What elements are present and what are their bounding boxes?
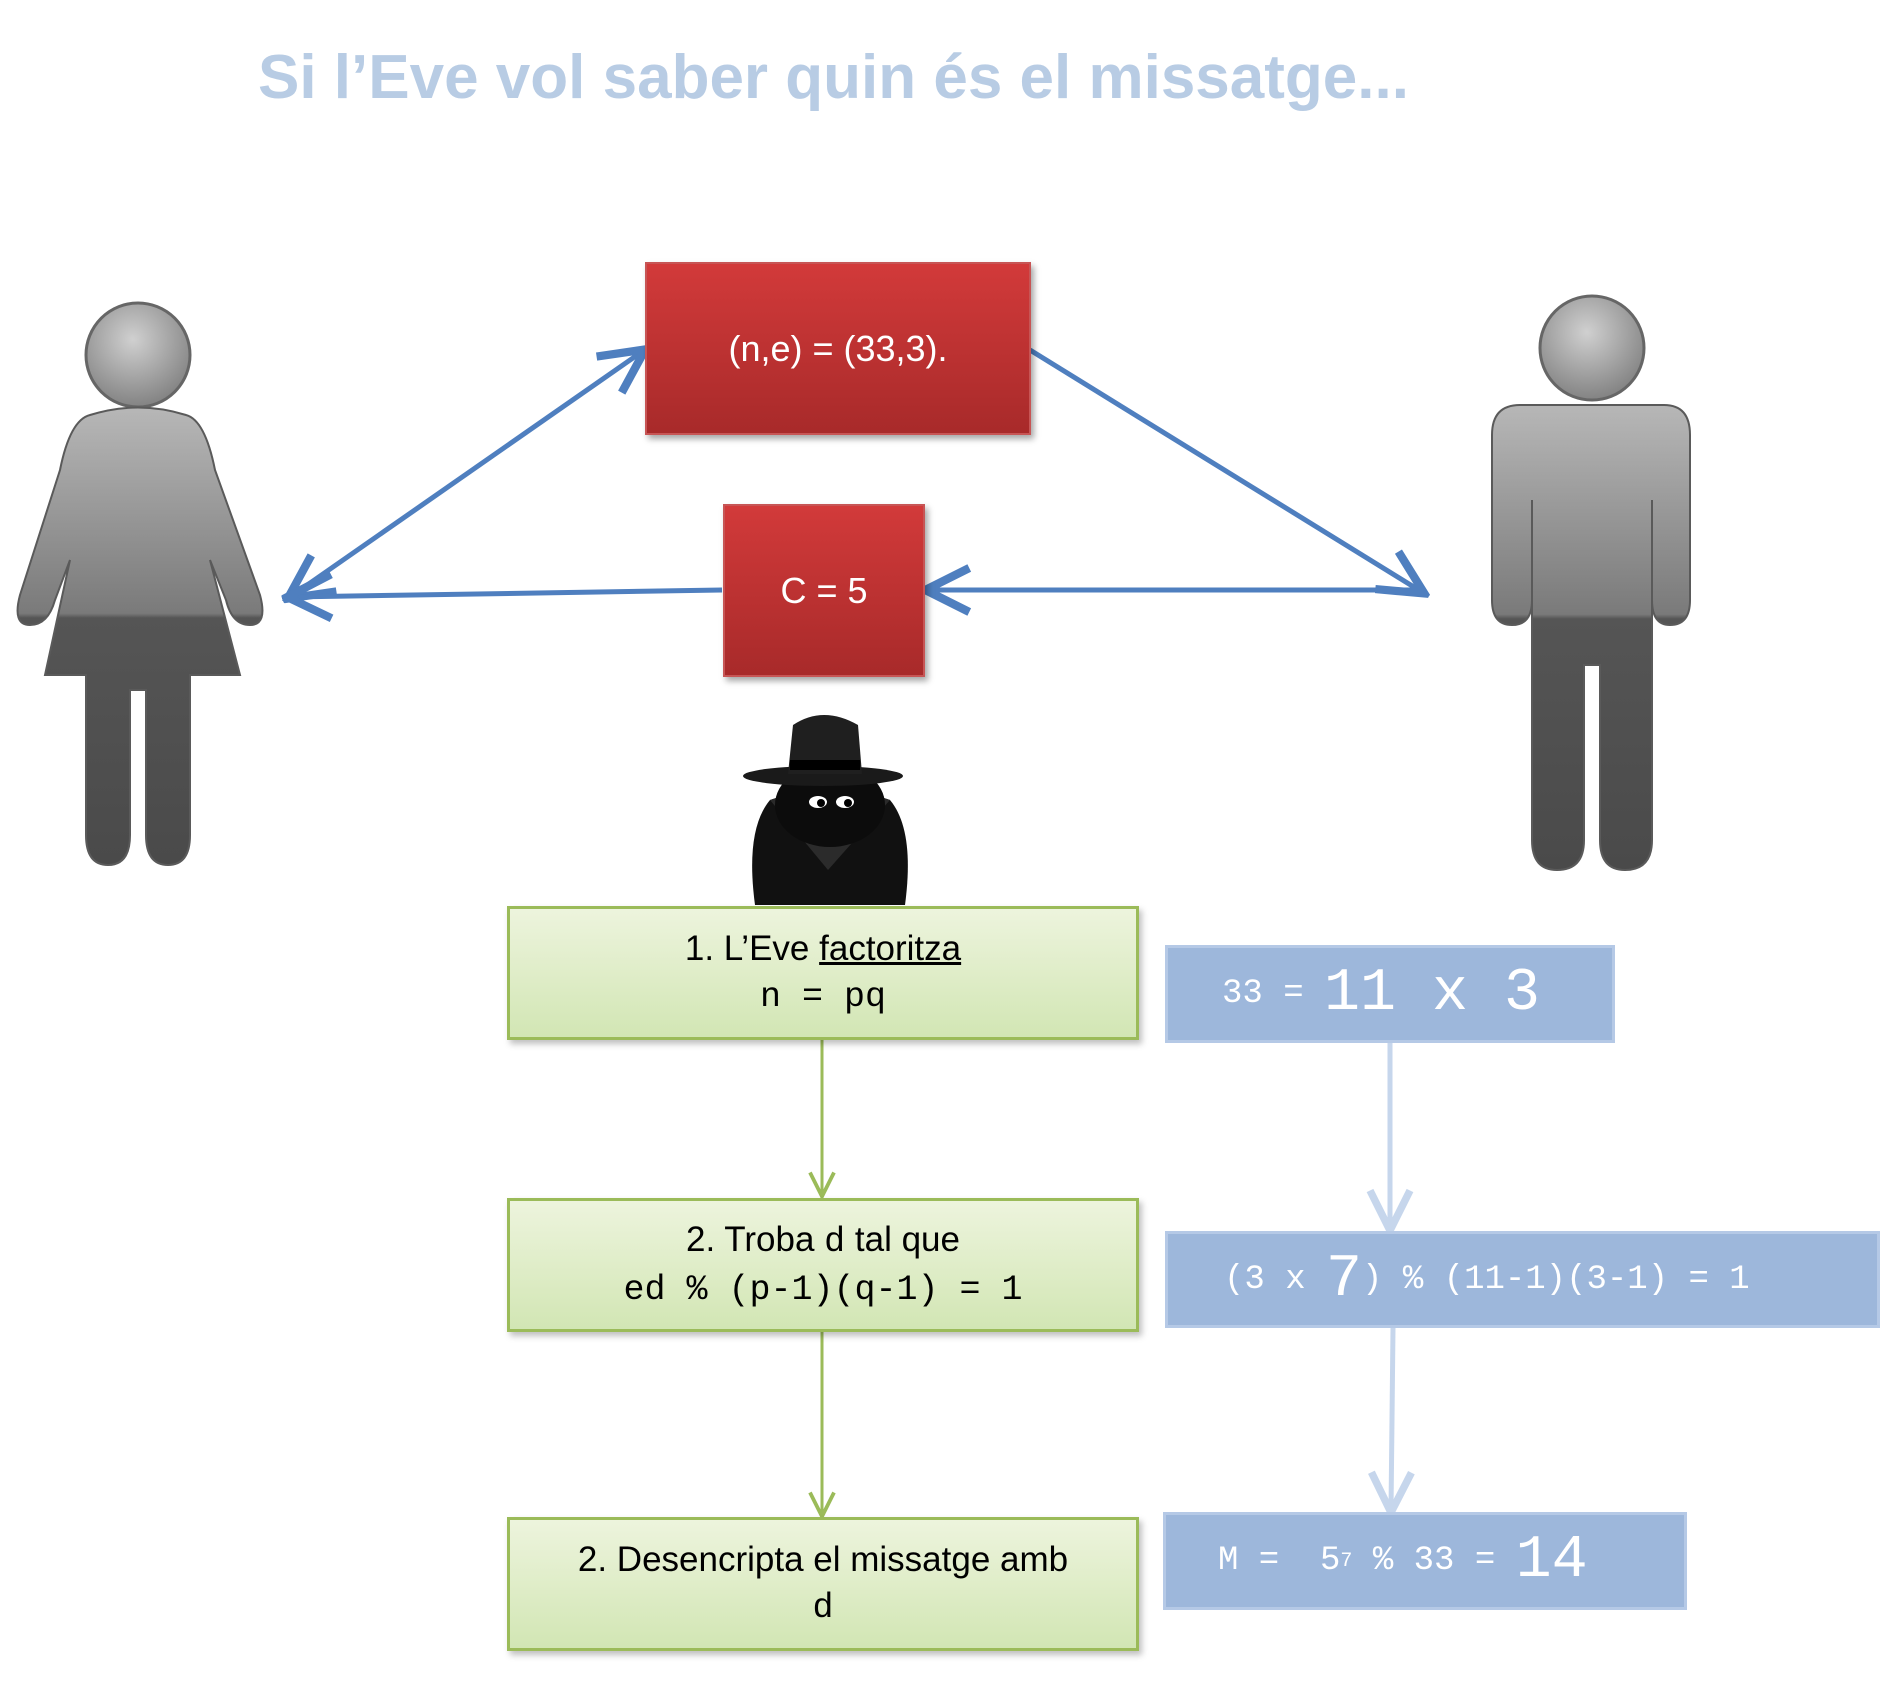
step-3-formula: d — [812, 1588, 834, 1628]
result-1-value: 11 x 3 — [1324, 960, 1541, 1028]
step-decrypt: 2. Desencripta el missatge amb d — [507, 1517, 1139, 1651]
ciphertext-text: C = 5 — [780, 569, 868, 611]
step-1-emphasis: factoritza — [819, 929, 962, 968]
result-2-suffix: ) % (11-1)(3-1) = 1 — [1362, 1260, 1750, 1299]
step-1-label: 1. L’Eve factoritza — [685, 925, 961, 973]
result-arrows — [1390, 1040, 1393, 1510]
result-3-prefix: M = 5 — [1218, 1542, 1341, 1580]
public-key-text: (n,e) = (33,3). — [728, 327, 948, 369]
result-2-value: 7 — [1326, 1245, 1363, 1314]
exchange-arrows — [290, 350, 1422, 597]
step-factorize: 1. L’Eve factoritza n = pq — [507, 906, 1139, 1040]
result-factorization: 33 = 11 x 3 — [1165, 945, 1615, 1043]
public-key-box: (n,e) = (33,3). — [645, 262, 1031, 435]
step-2-formula: ed % (p-1)(q-1) = 1 — [623, 1270, 1023, 1310]
ciphertext-box: C = 5 — [723, 504, 925, 677]
result-3-value: 14 — [1515, 1527, 1588, 1595]
step-3-label: 2. Desencripta el missatge amb — [577, 1540, 1069, 1579]
result-2-prefix: (3 x — [1224, 1260, 1327, 1299]
step-2-variable: d — [824, 1222, 846, 1262]
step-find-d: 2. Troba d tal que ed % (p-1)(q-1) = 1 — [507, 1198, 1139, 1332]
page-title: Si l’Eve vol saber quin és el missatge..… — [258, 43, 1409, 112]
step-1-prefix: 1. L’Eve — [684, 929, 820, 968]
spy-icon — [743, 715, 908, 905]
man-figure-icon — [1491, 294, 1691, 872]
step-1-formula: n = pq — [759, 977, 887, 1017]
result-1-lhs: 33 = — [1222, 975, 1325, 1013]
result-private-exponent: (3 x 7) % (11-1)(3-1) = 1 — [1165, 1231, 1880, 1328]
step-2-label: 2. Troba d tal que — [686, 1216, 960, 1266]
result-3-middle: % 33 = — [1352, 1542, 1516, 1580]
step-2-prefix: 2. Troba — [686, 1220, 825, 1259]
step-2-suffix: tal que — [845, 1220, 960, 1259]
result-3-exponent: 7 — [1340, 1549, 1353, 1573]
woman-figure-icon — [16, 301, 264, 867]
